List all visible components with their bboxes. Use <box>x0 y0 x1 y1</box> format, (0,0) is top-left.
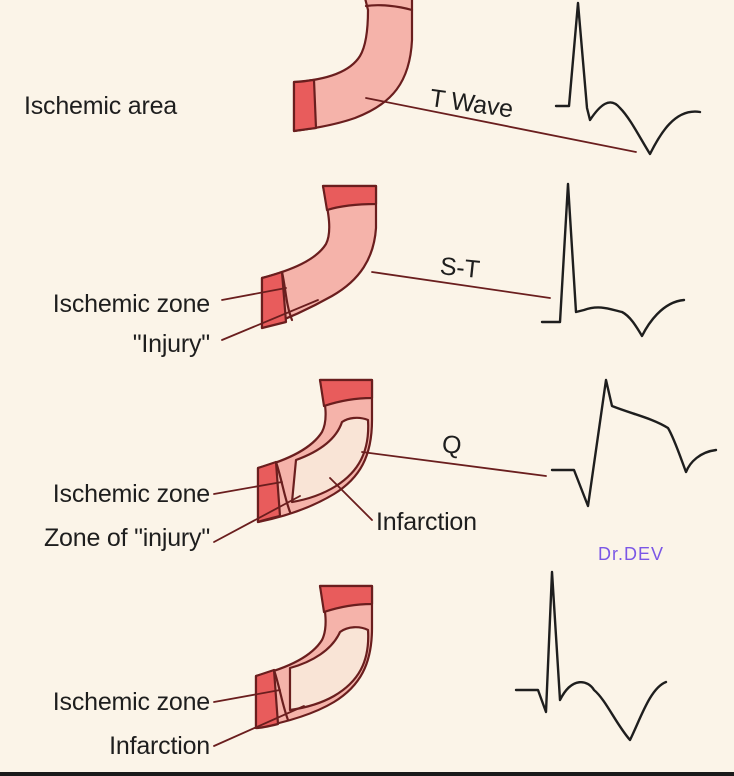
pointer-line-ischemic-zone-2 <box>221 287 287 301</box>
pointer-line-t-wave <box>365 97 637 153</box>
pointer-line-injury-2 <box>221 299 319 341</box>
vessel-panel-2 <box>260 184 378 330</box>
pointer-line-ischemic-zone-3 <box>213 481 283 495</box>
ecg-trace-st <box>540 182 686 338</box>
label-infarction-4: Infarction <box>109 732 210 760</box>
vessel-panel-3 <box>256 378 374 524</box>
watermark: Dr.DEV <box>598 544 665 564</box>
label-injury-2: "Injury" <box>132 330 210 358</box>
label-ischemic-zone-4: Ischemic zone <box>52 688 210 716</box>
label-q: Q <box>440 430 463 460</box>
label-ischemic-zone-3: Ischemic zone <box>52 480 210 508</box>
ecg-trace-full <box>514 570 668 742</box>
ecg-trace-q <box>550 378 718 508</box>
pointer-line-ischemic-zone-4 <box>213 689 281 703</box>
pointer-line-st <box>371 271 551 299</box>
pointer-line-infarction-3 <box>329 477 373 521</box>
label-ischemic-zone-2: Ischemic zone <box>52 290 210 318</box>
label-zone-of-injury-3: Zone of "injury" <box>43 524 210 552</box>
pointer-line-injury-3 <box>213 495 301 543</box>
ecg-trace-t-wave <box>554 1 702 156</box>
vessel-panel-1 <box>292 0 414 133</box>
label-infarction-3: Infarction <box>376 508 477 536</box>
bottom-divider <box>0 772 734 776</box>
label-st: S-T <box>438 252 481 285</box>
pointer-line-q <box>361 451 547 477</box>
pointer-line-infarction-4 <box>213 705 305 747</box>
label-ischemic-area: Ischemic area <box>24 92 178 120</box>
vessel-panel-4 <box>254 584 374 730</box>
